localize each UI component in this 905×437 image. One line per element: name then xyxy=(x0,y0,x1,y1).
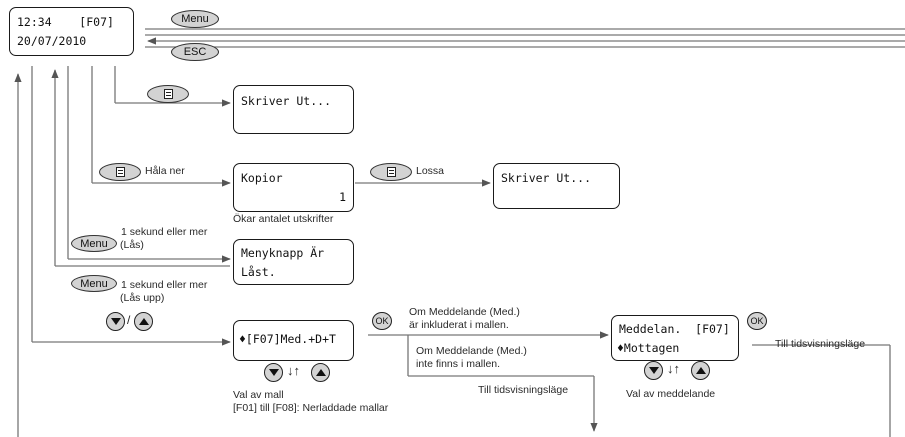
message-line2: ♦Mottagen xyxy=(617,341,680,355)
slash-separator: / xyxy=(127,313,131,327)
lcd-home-screen: 12:34 [F07] 20/07/2010 xyxy=(9,7,134,56)
esc-button[interactable]: ESC xyxy=(171,43,219,61)
home-time-line: 12:34 [F07] xyxy=(17,15,114,29)
copies-label: Kopior xyxy=(241,171,283,185)
message-line1: Meddelan. [F07] xyxy=(619,322,730,336)
up-triangle-icon xyxy=(315,369,326,376)
down-triangle-icon xyxy=(648,367,659,374)
printing-text-2: Skriver Ut... xyxy=(501,171,592,185)
msg-not-included-line1: Om Meddelande (Med.) xyxy=(416,345,527,357)
up-button[interactable] xyxy=(134,312,153,331)
release-label: Lossa xyxy=(416,165,445,177)
to-time-display-label-2: Till tidsvisningsläge xyxy=(775,338,866,350)
message-select-label: Val av meddelande xyxy=(626,388,716,400)
up-down-arrows-icon: ↓↑ xyxy=(667,361,680,376)
template-range-label: [F01] till [F08]: Nerladdade mallar xyxy=(233,402,389,414)
down-triangle-icon xyxy=(110,318,121,325)
print-button[interactable] xyxy=(147,85,189,103)
lcd-template-screen: ♦[F07]Med.+D+T xyxy=(233,320,354,361)
msg-not-included-line2: inte finns i mallen. xyxy=(416,358,501,370)
print-doc-icon xyxy=(163,89,173,99)
menu-locked-line1: Menyknapp Är xyxy=(241,246,325,260)
message-up-button[interactable] xyxy=(691,361,710,380)
down-triangle-icon xyxy=(268,369,279,376)
lcd-copies-screen: Kopior 1 xyxy=(233,163,354,212)
ok-button[interactable]: OK xyxy=(372,312,392,330)
copies-count: 1 xyxy=(339,190,346,204)
down-button[interactable] xyxy=(106,312,125,331)
home-date-line: 20/07/2010 xyxy=(17,34,87,48)
template-line: ♦[F07]Med.+D+T xyxy=(239,332,336,346)
menu-locked-line2: Låst. xyxy=(241,265,276,279)
msg-included-line2: är inkluderat i mallen. xyxy=(409,319,509,331)
up-down-arrows-icon: ↓↑ xyxy=(287,363,300,378)
increase-copies-label: Ökar antalet utskrifter xyxy=(233,213,334,225)
lcd-printing-screen: Skriver Ut... xyxy=(233,85,354,134)
lcd-printing-screen-2: Skriver Ut... xyxy=(493,163,620,209)
hold-down-label: Håla ner xyxy=(145,165,185,177)
print-release-button[interactable] xyxy=(370,163,412,181)
menu-unlock-button[interactable]: Menu xyxy=(71,275,117,292)
unlock-label: (Lås upp) xyxy=(120,292,165,304)
print-doc-icon xyxy=(115,167,125,177)
up-triangle-icon xyxy=(695,367,706,374)
menu-button[interactable]: Menu xyxy=(171,10,219,28)
menu-lock-button[interactable]: Menu xyxy=(71,235,117,252)
msg-included-line1: Om Meddelande (Med.) xyxy=(409,306,520,318)
print-doc-icon xyxy=(386,167,396,177)
lock-label: (Lås) xyxy=(120,239,144,251)
lcd-menu-locked-screen: Menyknapp Är Låst. xyxy=(233,239,354,285)
template-down-button[interactable] xyxy=(264,363,283,382)
message-ok-button[interactable]: OK xyxy=(747,312,767,330)
lock-time-label: 1 sekund eller mer xyxy=(121,226,208,238)
template-up-button[interactable] xyxy=(311,363,330,382)
message-down-button[interactable] xyxy=(644,361,663,380)
unlock-time-label: 1 sekund eller mer xyxy=(121,279,208,291)
to-time-display-label: Till tidsvisningsläge xyxy=(478,384,569,396)
print-hold-button[interactable] xyxy=(99,163,141,181)
lcd-message-screen: Meddelan. [F07] ♦Mottagen xyxy=(611,315,739,361)
printing-text: Skriver Ut... xyxy=(241,94,332,108)
up-triangle-icon xyxy=(138,318,149,325)
template-select-label: Val av mall xyxy=(233,389,284,401)
